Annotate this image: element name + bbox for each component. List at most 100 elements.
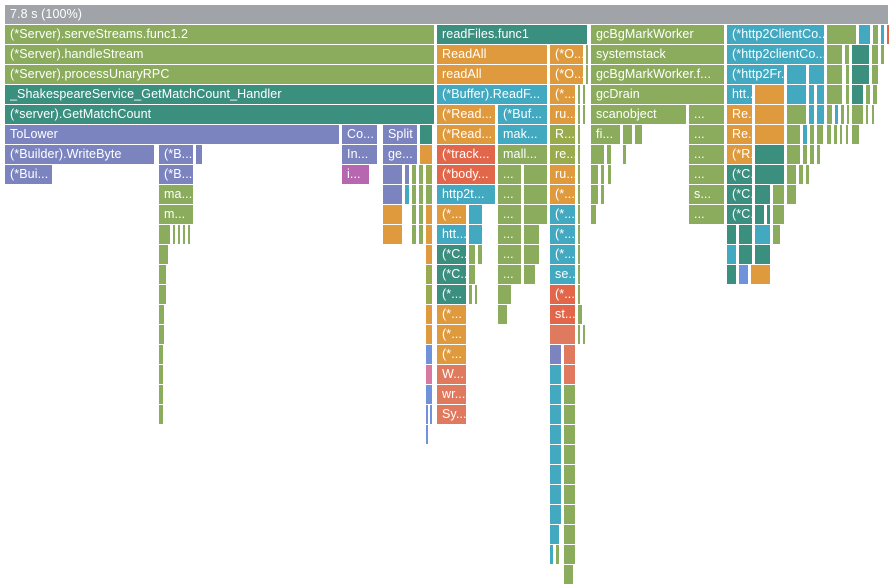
flame-frame-unlabeled[interactable] [847,105,850,125]
flame-frame-unlabeled[interactable] [755,245,771,265]
flame-frame-unlabeled[interactable] [583,85,586,105]
flame-frame-unlabeled[interactable] [817,125,824,145]
flame-frame[interactable]: (*body... [437,165,496,185]
flame-frame-unlabeled[interactable] [852,105,864,125]
flame-frame-unlabeled[interactable] [601,185,605,205]
flame-frame[interactable]: ... [498,245,522,265]
flame-frame-unlabeled[interactable] [817,145,821,165]
flame-frame-unlabeled[interactable] [578,225,581,245]
flame-frame-unlabeled[interactable] [578,105,581,125]
flame-frame-unlabeled[interactable] [524,205,548,225]
flame-frame-unlabeled[interactable] [564,485,576,505]
flame-frame[interactable]: htt... [437,225,467,245]
flame-frame-unlabeled[interactable] [845,45,850,65]
flame-frame-unlabeled[interactable] [578,85,581,105]
flame-frame-unlabeled[interactable] [578,265,581,285]
flame-frame-unlabeled[interactable] [426,205,433,225]
flame-frame-unlabeled[interactable] [159,405,164,425]
flame-frame-unlabeled[interactable] [866,85,871,105]
flame-frame-unlabeled[interactable] [550,345,562,365]
flame-frame-unlabeled[interactable] [623,145,627,165]
flame-frame[interactable]: Re... [727,105,753,125]
flame-frame-unlabeled[interactable] [887,25,890,45]
flame-frame-unlabeled[interactable] [787,125,801,145]
flame-frame[interactable]: (*C... [727,165,753,185]
flame-frame-unlabeled[interactable] [524,265,536,285]
flame-frame-unlabeled[interactable] [419,185,424,205]
flame-frame[interactable]: ... [498,265,522,285]
flame-frame-unlabeled[interactable] [159,345,164,365]
flame-frame-unlabeled[interactable] [578,185,581,205]
flame-frame-unlabeled[interactable] [872,65,879,85]
flame-frame-unlabeled[interactable] [578,285,581,305]
flame-frame-unlabeled[interactable] [426,325,433,345]
flame-frame-unlabeled[interactable] [564,405,576,425]
flame-frame[interactable]: Sy... [437,405,467,425]
flame-frame-unlabeled[interactable] [426,305,433,325]
flame-frame[interactable]: _ShakespeareService_GetMatchCount_Handle… [5,85,435,105]
flame-frame-unlabeled[interactable] [846,85,850,105]
flame-frame-unlabeled[interactable] [803,145,808,165]
flame-frame-unlabeled[interactable] [607,145,612,165]
flame-frame[interactable]: ge... [383,145,418,165]
flame-frame-unlabeled[interactable] [773,205,785,225]
flame-frame[interactable]: R... [550,125,576,145]
flame-frame[interactable]: ... [498,205,522,225]
flame-frame[interactable]: gcBgMarkWorker.f... [591,65,725,85]
flame-frame-unlabeled[interactable] [873,25,879,45]
flame-frame[interactable]: readAll [437,65,548,85]
flame-frame-unlabeled[interactable] [852,125,860,145]
flame-frame-unlabeled[interactable] [755,145,785,165]
flame-frame-unlabeled[interactable] [564,445,576,465]
flame-frame-unlabeled[interactable] [426,165,433,185]
flame-frame-unlabeled[interactable] [799,165,804,185]
flame-frame[interactable]: s... [689,185,725,205]
flame-frame-unlabeled[interactable] [430,405,433,425]
flame-frame-unlabeled[interactable] [873,85,878,105]
flame-frame[interactable]: (*... [550,205,576,225]
flame-frame-unlabeled[interactable] [586,65,589,85]
flame-frame-unlabeled[interactable] [564,365,576,385]
flame-frame[interactable]: fi... [591,125,621,145]
flame-frame-unlabeled[interactable] [817,85,825,105]
flame-frame[interactable]: (*... [550,85,576,105]
flame-frame-unlabeled[interactable] [806,165,810,185]
flame-frame[interactable]: (*... [550,245,576,265]
flame-frame-unlabeled[interactable] [564,525,576,545]
flame-frame-unlabeled[interactable] [767,205,771,225]
flame-frame[interactable]: (*http2clientCo... [727,45,825,65]
flame-frame-unlabeled[interactable] [755,165,785,185]
flame-frame-unlabeled[interactable] [810,125,815,145]
flame-frame-unlabeled[interactable] [419,225,424,245]
flame-frame-unlabeled[interactable] [405,165,410,185]
flame-frame[interactable]: (*http2ClientCo... [727,25,825,45]
flame-frame[interactable]: Co... [342,125,378,145]
flame-frame-unlabeled[interactable] [810,145,815,165]
flame-frame[interactable]: systemstack [591,45,725,65]
flame-frame-unlabeled[interactable] [727,265,737,285]
flame-frame-unlabeled[interactable] [773,185,785,205]
flame-frame-unlabeled[interactable] [586,45,589,65]
flame-frame-unlabeled[interactable] [578,325,581,345]
flame-frame[interactable]: wr... [437,385,467,405]
flame-frame[interactable]: (*O... [550,65,584,85]
flame-frame[interactable]: (*C... [727,205,753,225]
flame-frame[interactable]: (*Builder).WriteByte [5,145,155,165]
flame-frame-unlabeled[interactable] [188,225,191,245]
flame-frame[interactable]: ToLower [5,125,340,145]
flame-frame[interactable]: http2t... [437,185,496,205]
flame-frame-unlabeled[interactable] [809,105,815,125]
flame-frame-unlabeled[interactable] [578,245,581,265]
flame-frame-unlabeled[interactable] [803,125,808,145]
flame-frame-unlabeled[interactable] [564,425,576,445]
flame-frame-unlabeled[interactable] [196,145,203,165]
flame-frame-unlabeled[interactable] [755,205,765,225]
flame-frame-unlabeled[interactable] [412,205,417,225]
flame-frame[interactable]: (*server).GetMatchCount [5,105,435,125]
flame-frame-unlabeled[interactable] [524,185,548,205]
flame-frame-unlabeled[interactable] [564,465,576,485]
flame-frame[interactable]: (*O... [550,45,584,65]
flame-frame[interactable]: (*... [437,325,467,345]
flame-frame[interactable]: Re... [727,125,753,145]
